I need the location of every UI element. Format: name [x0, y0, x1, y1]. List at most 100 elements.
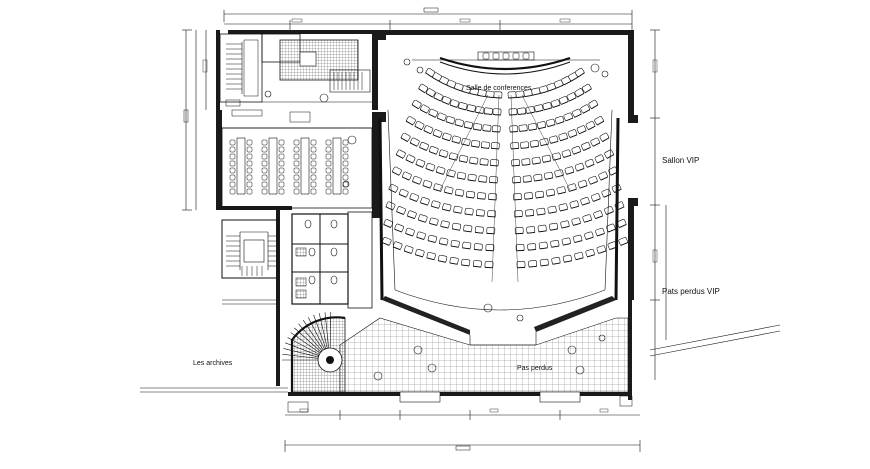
auditorium-seat [449, 99, 460, 108]
auditorium-seat [471, 140, 481, 148]
auditorium-seat [546, 82, 557, 92]
auditorium-seat [591, 193, 601, 202]
auditorium-seat [581, 142, 591, 151]
stair-tread [324, 312, 329, 349]
label-pas-perdus: Pas perdus [517, 365, 553, 372]
auditorium-seat [461, 258, 471, 267]
auditorium-seat [598, 171, 609, 181]
meeting-chair [325, 167, 332, 174]
auditorium-seat [533, 173, 543, 182]
meeting-chair [278, 146, 285, 153]
auditorium-seat [584, 158, 595, 168]
meeting-chair [325, 174, 332, 181]
auditorium-seat [426, 252, 436, 261]
auditorium-seat [515, 244, 525, 252]
auditorium-seat [551, 257, 561, 265]
meeting-chair [293, 139, 300, 146]
auditorium-seat [543, 171, 554, 180]
auditorium-seat [574, 67, 585, 78]
auditorium-seat [405, 227, 415, 237]
auditorium-seat [537, 224, 547, 233]
meeting-chair [342, 146, 349, 153]
meeting-chair [261, 153, 268, 160]
auditorium-seat [398, 188, 409, 198]
auditorium-seat [419, 142, 429, 151]
auditorium-seat [439, 237, 449, 246]
auditorium-seat [469, 156, 479, 165]
auditorium-seat [425, 67, 436, 78]
meeting-chair [261, 146, 268, 153]
auditorium-seat [551, 152, 562, 161]
stage-chair [482, 52, 490, 60]
auditorium-seat [604, 206, 614, 216]
stair-tread [313, 314, 327, 349]
auditorium-seat [528, 260, 538, 268]
auditorium-seat [581, 83, 592, 94]
meeting-chair [261, 181, 268, 188]
auditorium-seat [548, 222, 559, 231]
auditorium-seat [594, 154, 605, 164]
auditorium-seat [539, 258, 549, 267]
auditorium-seat [441, 96, 452, 105]
auditorium-seat [490, 159, 499, 167]
auditorium-seat [490, 142, 500, 150]
meeting-chair [293, 146, 300, 153]
auditorium-seat [478, 175, 488, 183]
auditorium-seat [485, 244, 495, 252]
auditorium-seat [437, 254, 448, 263]
auditorium-seat [492, 108, 502, 116]
meeting-chair [278, 153, 285, 160]
auditorium-seat [385, 201, 396, 211]
lobby-floor [339, 303, 629, 403]
auditorium-seat [486, 227, 496, 235]
auditorium-seat [456, 171, 467, 180]
auditorium-seat [451, 135, 462, 144]
auditorium-seat [461, 85, 472, 94]
meeting-chair [246, 153, 253, 160]
meeting-room [221, 109, 373, 209]
auditorium-seat [392, 241, 403, 251]
auditorium-seat [554, 115, 565, 125]
meeting-chair [278, 167, 285, 174]
auditorium-seat [527, 243, 537, 251]
auditorium-seat [449, 257, 459, 265]
auditorium-seat [475, 106, 485, 114]
auditorium-seat [395, 149, 406, 159]
auditorium-seat [556, 186, 566, 195]
meeting-chair [261, 160, 268, 167]
auditorium-seat [582, 214, 592, 223]
meeting-chair [342, 188, 349, 195]
auditorium-seat [431, 200, 441, 209]
auditorium-seat [388, 183, 399, 194]
auditorium-seat [450, 239, 460, 248]
site-lines [140, 299, 781, 413]
meeting-chair [325, 153, 332, 160]
auditorium-seat [479, 158, 489, 166]
auditorium-seat [566, 92, 577, 102]
auditorium-seat [435, 166, 446, 175]
auditorium-seat [422, 179, 433, 189]
auditorium-seat [493, 91, 503, 99]
meeting-chair [261, 174, 268, 181]
stair-tread [298, 323, 323, 352]
auditorium-seat [606, 223, 616, 233]
auditorium-seat [454, 118, 465, 128]
auditorium-seat [474, 226, 484, 234]
auditorium-seat [564, 166, 575, 175]
meeting-chair [310, 181, 317, 188]
auditorium-seat [420, 197, 430, 206]
auditorium-seat [604, 149, 615, 159]
meeting-table [332, 137, 342, 195]
stage-chair [492, 52, 500, 60]
meeting-chair [261, 139, 268, 146]
auditorium-seat [513, 193, 522, 201]
auditorium-seat [491, 125, 501, 133]
auditorium-seat [514, 227, 524, 235]
meeting-chair [293, 153, 300, 160]
auditorium-seat [403, 245, 414, 254]
auditorium-seat [518, 124, 528, 132]
auditorium-seat [419, 104, 430, 114]
auditorium-seat [423, 125, 434, 135]
auditorium-seat [412, 175, 422, 185]
left-stair [221, 219, 279, 279]
